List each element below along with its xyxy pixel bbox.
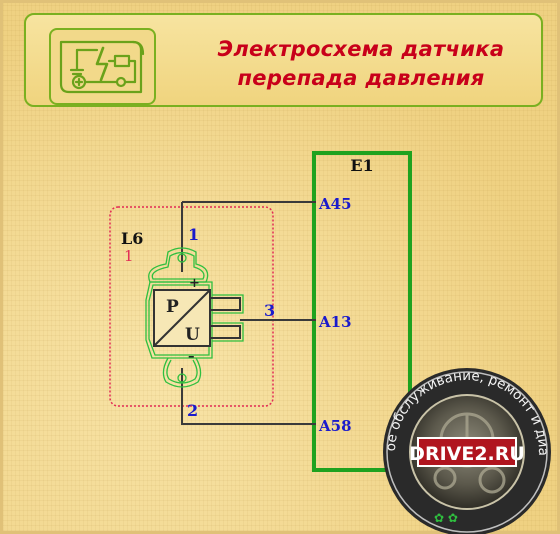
wire-pin1-a45 [181, 201, 316, 272]
sensor-name: L6 [121, 229, 143, 248]
sensor-pin-3-label: 3 [264, 301, 275, 320]
circuit-logo-icon [49, 28, 156, 105]
watermark-brand: DRIVE2.RU [409, 443, 525, 465]
sensor-frame [109, 206, 274, 407]
sensor-body-outline [145, 247, 213, 388]
plus-sign: + [189, 276, 200, 291]
minus-sign: – [188, 349, 195, 364]
sensor-pin-1-label: 1 [188, 225, 199, 244]
ecu-pin-a13-label: A13 [318, 313, 352, 331]
sensor-pin-2-label: 2 [187, 401, 198, 420]
pressure-transducer-symbol: P U + – [153, 276, 211, 364]
ecu-pin-a58-label: A58 [318, 417, 352, 435]
hose-nipples-outline [212, 294, 244, 342]
header-banner: Электросхема датчика перепада давления [24, 13, 543, 107]
title-line-2: перепада давления [237, 66, 485, 90]
ecu-block [312, 151, 412, 472]
symbol-p: P [166, 297, 179, 317]
ecu-pin-a45-label: A45 [318, 195, 352, 213]
sensor-index: 1 [124, 247, 134, 265]
symbol-u: U [185, 325, 200, 345]
title-line-1: Электросхема датчика [217, 37, 505, 61]
ecu-name: E1 [350, 156, 373, 175]
gear-icon: ✿ ✿ [434, 511, 458, 525]
hose-nipples [210, 297, 241, 339]
wire-pin2-a58 [181, 368, 316, 425]
